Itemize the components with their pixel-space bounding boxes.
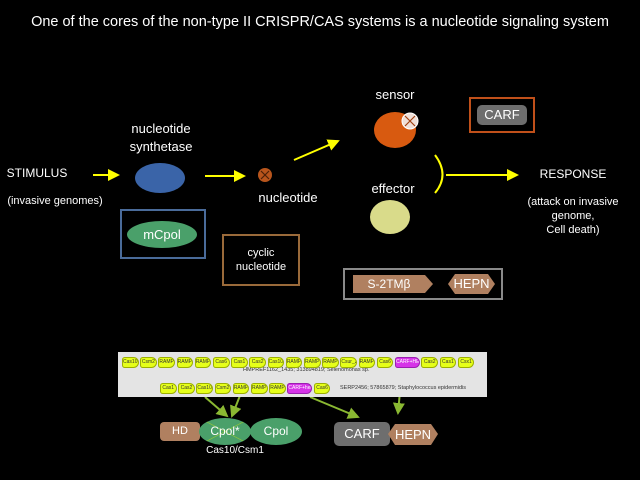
slide-title: One of the cores of the non-type II CRIS… <box>31 14 609 30</box>
gene-row2-5: RAMP <box>251 383 268 394</box>
gene-row2-0: Cas1 <box>160 383 177 394</box>
gene-row2-8: Cas6 <box>313 383 331 394</box>
s2tm-label: S-2TMβ <box>367 277 411 291</box>
gene-row1-5: Cas6 <box>213 357 230 368</box>
gene-row1-14: Cas6 <box>376 357 394 368</box>
synthetase-label-2: synthetase <box>129 139 193 154</box>
gene-row1-0: Cas10 <box>122 357 139 368</box>
gene-row1-3: RAMP <box>176 357 194 368</box>
sensor-label: sensor <box>375 87 415 102</box>
mcpol-box: mCpol <box>120 209 206 259</box>
carf-bottom-domain: CARF <box>334 422 390 446</box>
cyclic-nucleotide-line2: nucleotide <box>235 261 287 273</box>
response-sub-1: (attack on invasive <box>527 196 619 208</box>
gene-row2-1: Cas2 <box>178 383 195 394</box>
effector-example-box: S-2TMβ HEPN <box>343 268 503 300</box>
hepn-bottom-label: HEPN <box>394 427 432 442</box>
cyclic-nucleotide-box: cyclic nucleotide <box>222 234 300 286</box>
carf-domain: CARF <box>477 105 527 125</box>
crossed-out-icon <box>204 420 246 443</box>
gene-row1-15: CARF+HEPN-cask? <box>395 357 420 368</box>
gene-row1-4: RAMP <box>194 357 212 368</box>
cas10-label: Cas10/Csm1 <box>206 445 264 456</box>
hepn-label: HEPN <box>453 276 490 291</box>
gene-row1-8: Cas10 <box>267 357 285 368</box>
gene-row1-6: Cas1 <box>231 357 248 368</box>
gene-row1-17: Cas1 <box>439 357 457 368</box>
gene-row1-2: RAMP <box>158 357 175 368</box>
cpol-star-domain: Cpol* <box>199 418 251 445</box>
nucleotide-label: nucleotide <box>258 190 318 205</box>
bracket-sensor-effector <box>434 154 444 194</box>
gene-row1-11: RAMP+RAMP <box>322 357 339 368</box>
gene-row2-7: CARF+helical HEPN? <box>287 383 313 394</box>
gene-row1-9: RAMP <box>285 357 303 368</box>
gene-row1-18: Csx1 <box>457 357 475 368</box>
row2-label: SERP2456; 57865879; Staphylococcus epide… <box>340 385 466 391</box>
gene-row1-12: Csur_2276 <box>340 357 357 368</box>
hepn-shape <box>448 274 495 294</box>
synthetase-blob <box>135 163 185 193</box>
stimulus-sub: (invasive genomes) <box>7 195 103 207</box>
gene-row2-4: RAMP <box>232 383 250 394</box>
mcpol-domain: mCpol <box>127 221 197 248</box>
gene-row1-16: Cas2 <box>421 357 438 368</box>
cpol-star-label: Cpol* <box>210 424 240 438</box>
synthetase-label-1: nucleotide <box>131 121 191 136</box>
carf-box: CARF <box>469 97 535 133</box>
arrow-nucleotide-to-sensor <box>293 139 340 161</box>
gene-row1-7: Cas2 <box>249 357 266 368</box>
hd-domain: HD <box>160 422 200 441</box>
s2tm-shape <box>353 275 433 293</box>
effector-label: effector <box>371 181 415 196</box>
gene-row2-6: RAMP <box>269 383 286 394</box>
response-label: RESPONSE <box>539 167 607 181</box>
cyclic-nucleotide-line1: cyclic <box>247 247 275 259</box>
gene-row2-2: Cas10 <box>196 383 213 394</box>
hepn-bottom-shape <box>388 424 438 445</box>
cpol-domain: Cpol <box>250 418 302 445</box>
stimulus-label: STIMULUS <box>6 166 68 180</box>
response-sub-2: genome, <box>551 210 595 222</box>
gene-row2-3: Csm2 <box>214 383 232 394</box>
response-sub-3: Cell death) <box>546 224 600 236</box>
gene-row1-10: RAMP <box>304 357 321 368</box>
row1-label: HMPREF1162_1435; 313894819; Selenomonas … <box>243 367 370 373</box>
gene-neighborhood-figure: HMPREF1162_1435; 313894819; Selenomonas … <box>118 352 487 397</box>
gene-row1-13: RAMP+RAMP <box>358 357 376 368</box>
gene-row1-1: Csm2 <box>140 357 157 368</box>
effector-blob <box>370 200 410 234</box>
